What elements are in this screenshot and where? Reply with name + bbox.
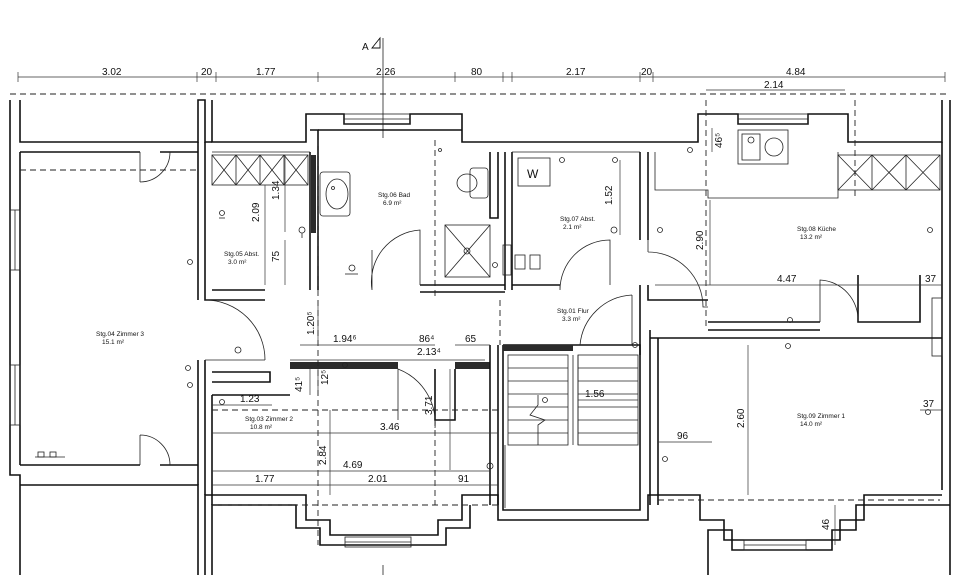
room-zimmer2-name: Stg.03 Zimmer 2: [245, 416, 293, 423]
dim-4-47: 4.47: [777, 274, 797, 285]
room-abst05-name: Stg.05 Abst.: [224, 251, 259, 258]
dim-top-4: 2.26: [376, 67, 396, 78]
dim-top-2: 20: [201, 67, 213, 78]
radiator-icon: [35, 451, 65, 458]
dim-37-a: 37: [925, 274, 937, 285]
room-zimmer1-area: 14.0 m²: [800, 421, 823, 428]
dim-4-69: 4.69: [343, 460, 363, 471]
dim-2-14: 2.14: [764, 80, 784, 91]
dim-top-5: 80: [471, 67, 483, 78]
dim-3-71: 3.71: [424, 395, 435, 415]
dim-46-b: 46: [821, 518, 832, 530]
electrical-marks: [185, 147, 933, 470]
windows: [9, 113, 943, 551]
dim-top-8: 4.84: [786, 67, 806, 78]
dim-86-4: 86⁴: [419, 334, 434, 345]
room-abst05-area: 3.0 m²: [228, 259, 247, 266]
dim-3-46: 3.46: [380, 422, 400, 433]
dim-91: 91: [458, 474, 470, 485]
dim-2-01: 2.01: [368, 474, 388, 485]
dim-2-84: 2.84: [318, 445, 329, 465]
washer-icon: W: [517, 157, 551, 187]
dim-41-5: 41⁵: [294, 377, 305, 392]
dim-top-6: 2.17: [566, 67, 586, 78]
dim-96: 96: [677, 431, 689, 442]
room-abst07-name: Stg.07 Abst.: [560, 216, 595, 223]
interior-walls: [20, 129, 942, 511]
dim-1-52: 1.52: [604, 185, 615, 205]
doors: [139, 151, 859, 466]
room-bad-area: 6.9 m²: [383, 200, 402, 207]
fixtures: W: [35, 129, 941, 470]
room-zimmer2-area: 10.8 m²: [250, 424, 273, 431]
room-labels: Stg.04 Zimmer 3 15.1 m² Stg.05 Abst. 3.0…: [96, 192, 845, 431]
dim-65: 65: [465, 334, 477, 345]
top-dimension-chain: 3.02 20 1.77 2.26 80 2.17 20 4.84: [17, 67, 946, 82]
washbasin-icon: [319, 171, 351, 217]
dim-75: 75: [271, 250, 282, 262]
dim-1-34: 1.34: [271, 180, 282, 200]
dim-1-20-5: 1.20⁵: [306, 311, 317, 335]
sink-icon: [737, 129, 789, 165]
dim-2-60: 2.60: [736, 408, 747, 428]
staircase: [504, 354, 639, 508]
room-zimmer3-name: Stg.04 Zimmer 3: [96, 331, 144, 338]
dim-1-56: 1.56: [585, 389, 605, 400]
room-kueche-name: Stg.08 Küche: [797, 226, 836, 233]
dim-46-5: 46⁵: [714, 133, 725, 148]
section-marker: A: [362, 36, 384, 575]
dim-1-77-b: 1.77: [255, 474, 275, 485]
dim-2-13-4: 2.13⁴: [417, 347, 441, 358]
room-bad-name: Stg.06 Bad: [378, 192, 411, 199]
room-flur-area: 3.3 m²: [562, 316, 581, 323]
toilet-icon: [456, 167, 489, 199]
cabinet-kueche: [837, 154, 941, 191]
inner-dimension-labels: 46⁵ 1.34 2.09 75 1.52 2.90 4.47 37 1.20⁵…: [240, 133, 937, 530]
dim-37-b: 37: [923, 399, 935, 410]
washer-label: W: [527, 167, 539, 181]
inner-dimension-lines: [212, 128, 942, 545]
dim-2-09: 2.09: [251, 202, 262, 222]
room-abst07-area: 2.1 m²: [563, 224, 582, 231]
dim-top-7: 20: [641, 67, 653, 78]
shower-icon: [444, 224, 491, 278]
room-zimmer3-area: 15.1 m²: [102, 339, 125, 346]
section-label: A: [362, 42, 369, 53]
dim-top-3: 1.77: [256, 67, 276, 78]
cabinet-abst05: [211, 154, 309, 186]
room-kueche-area: 13.2 m²: [800, 234, 823, 241]
dim-top-1: 3.02: [102, 67, 122, 78]
room-flur-name: Stg.01 Flur: [557, 308, 590, 315]
room-zimmer1-name: Stg.09 Zimmer 1: [797, 413, 845, 420]
dim-1-23: 1.23: [240, 394, 260, 405]
dim-1-94-6: 1.94⁶: [333, 334, 357, 345]
dim-12-5: 12⁵: [320, 370, 331, 385]
dim-2-90: 2.90: [695, 230, 706, 250]
